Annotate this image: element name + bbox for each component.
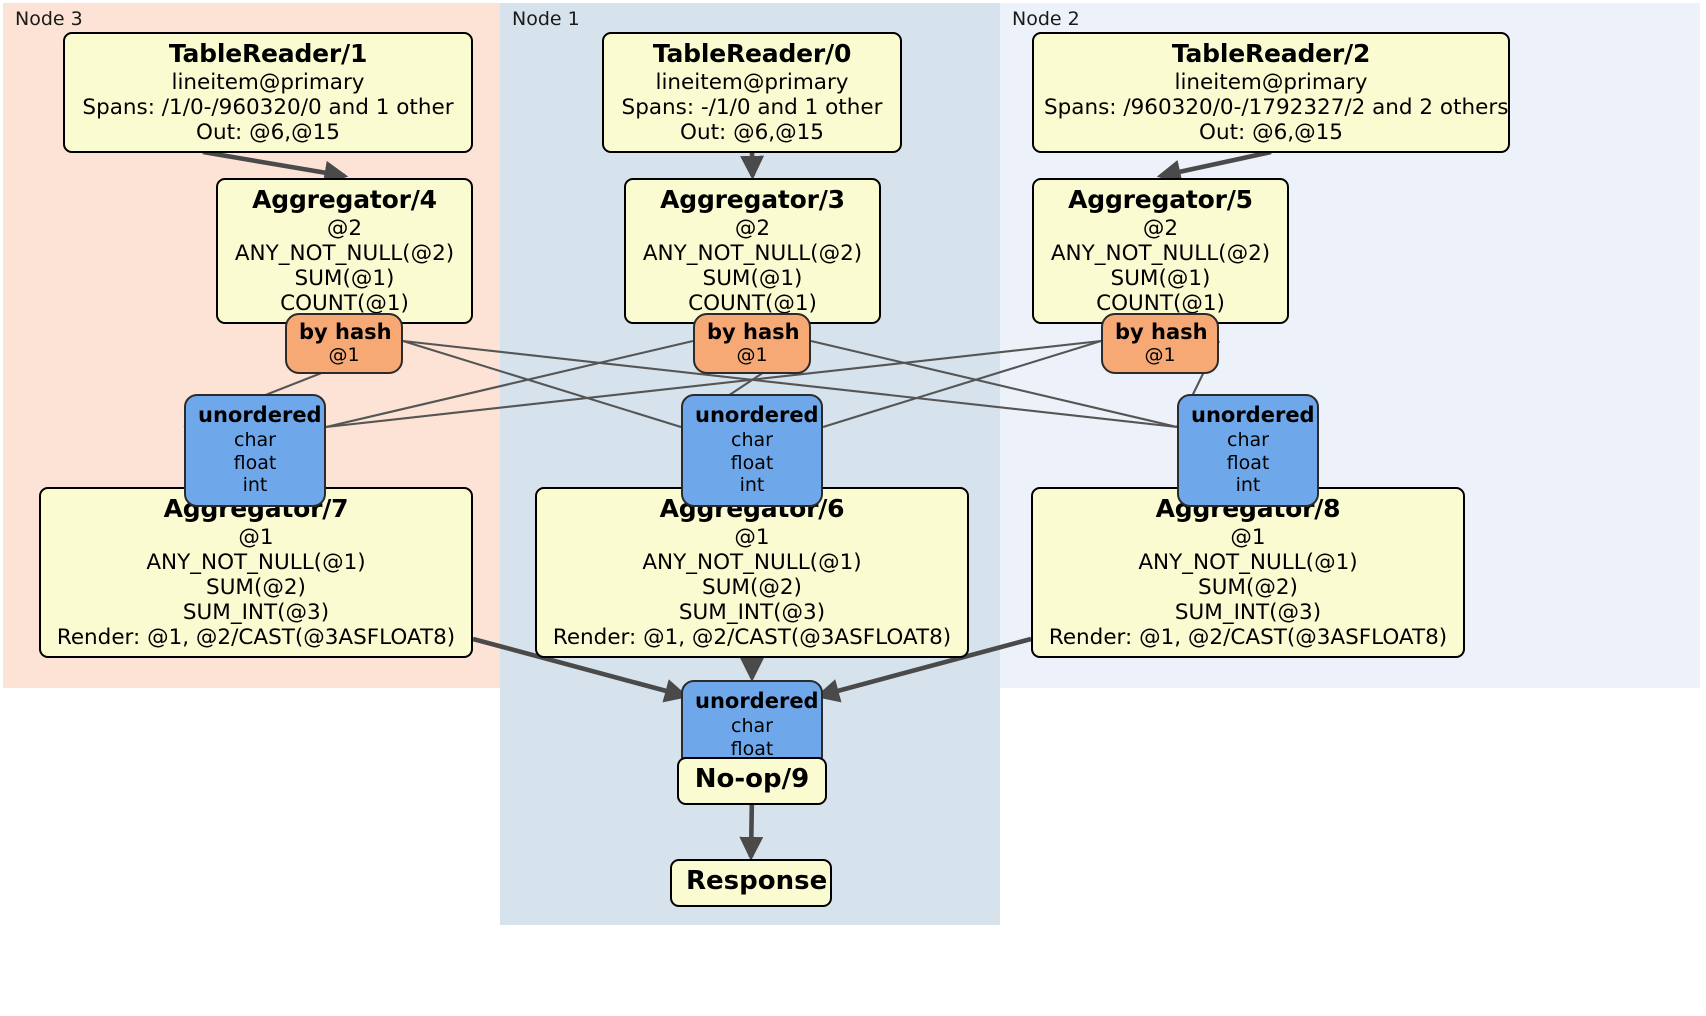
aggregator-function: ANY_NOT_NULL(@1) [642, 549, 862, 575]
table-reader-spans: Spans: /1/0-/960320/0 and 1 other [82, 94, 454, 120]
aggregator-group: @1 [238, 524, 274, 550]
unordered-type: int [242, 474, 268, 497]
aggregator-function: ANY_NOT_NULL(@2) [1050, 240, 1271, 266]
by-hash-router[interactable]: by hash@1 [285, 313, 403, 375]
aggregator-group: @1 [1230, 524, 1266, 550]
aggregator-group: @2 [734, 215, 771, 241]
aggregator-title: Aggregator/5 [1068, 185, 1253, 214]
aggregator-title: Aggregator/3 [660, 185, 845, 214]
aggregator-group: @2 [326, 215, 363, 241]
aggregator-function: SUM(@1) [702, 265, 803, 291]
aggregator-function: ANY_NOT_NULL(@1) [1138, 549, 1358, 575]
unordered-title: unordered [1191, 403, 1315, 427]
by-hash-column: @1 [1144, 344, 1176, 367]
unordered-type: char [1227, 429, 1269, 452]
aggregator-render: Render: @1, @2/CAST(@3ASFLOAT8) [56, 625, 456, 651]
by-hash-router[interactable]: by hash@1 [1101, 313, 1219, 375]
aggregator-function: SUM(@2) [206, 574, 306, 600]
unordered-type: char [731, 429, 773, 452]
unordered-type: float [1226, 451, 1270, 474]
aggregator-group: @2 [1142, 215, 1179, 241]
table-reader-source: lineitem@primary [655, 69, 849, 95]
aggregator-function: SUM(@1) [294, 265, 395, 291]
aggregator-function: COUNT(@1) [688, 290, 817, 316]
aggregator-function: SUM(@2) [702, 574, 802, 600]
table-reader-out: Out: @6,@15 [196, 119, 340, 145]
table-reader-spans: Spans: /960320/0-/1792327/2 and 2 others [1044, 94, 1509, 120]
table-reader-source: lineitem@primary [1174, 69, 1368, 95]
table-reader-out: Out: @6,@15 [680, 119, 824, 145]
aggregator-function: SUM_INT(@3) [1174, 599, 1322, 625]
aggregator-title: Aggregator/4 [252, 185, 437, 214]
table-reader-title: TableReader/0 [652, 39, 852, 68]
unordered-type: float [730, 737, 774, 760]
unordered-type: char [731, 715, 773, 738]
by-hash-column: @1 [328, 344, 360, 367]
table-reader-title: TableReader/2 [1171, 39, 1371, 68]
aggregator-function: ANY_NOT_NULL(@2) [234, 240, 455, 266]
table-reader-out: Out: @6,@15 [1199, 119, 1343, 145]
table-reader-spans: Spans: -/1/0 and 1 other [621, 94, 883, 120]
table-reader-source: lineitem@primary [171, 69, 365, 95]
by-hash-column: @1 [736, 344, 768, 367]
node-panel-label: Node 3 [15, 8, 83, 30]
unordered-type: float [233, 451, 277, 474]
aggregator-render: Render: @1, @2/CAST(@3ASFLOAT8) [1048, 625, 1448, 651]
aggregator-function: SUM_INT(@3) [182, 599, 330, 625]
unordered-type: float [730, 451, 774, 474]
aggregator-function: COUNT(@1) [1096, 290, 1225, 316]
unordered-title: unordered [695, 689, 819, 713]
response-node[interactable]: Response [670, 859, 832, 907]
aggregator-function: COUNT(@1) [280, 290, 409, 316]
aggregator-function: SUM_INT(@3) [678, 599, 826, 625]
no-op-node-title: No-op/9 [694, 764, 810, 794]
response-node-title: Response [686, 866, 828, 896]
aggregator-function: ANY_NOT_NULL(@2) [642, 240, 863, 266]
unordered-title: unordered [695, 403, 819, 427]
table-reader-title: TableReader/1 [168, 39, 368, 68]
unordered-type: int [1235, 474, 1261, 497]
no-op-node[interactable]: No-op/9 [677, 757, 827, 805]
by-hash-title: by hash [299, 320, 392, 344]
by-hash-title: by hash [1115, 320, 1208, 344]
aggregator-group: @1 [734, 524, 770, 550]
aggregator-function: SUM(@1) [1110, 265, 1211, 291]
node-panel-label: Node 1 [512, 8, 580, 30]
aggregator-render: Render: @1, @2/CAST(@3ASFLOAT8) [552, 625, 952, 651]
unordered-type: int [739, 474, 765, 497]
aggregator-function: ANY_NOT_NULL(@1) [146, 549, 366, 575]
by-hash-router[interactable]: by hash@1 [693, 313, 811, 375]
unordered-title: unordered [198, 403, 322, 427]
node-panel-label: Node 2 [1012, 8, 1080, 30]
unordered-type: char [234, 429, 276, 452]
aggregator-function: SUM(@2) [1198, 574, 1298, 600]
by-hash-title: by hash [707, 320, 800, 344]
